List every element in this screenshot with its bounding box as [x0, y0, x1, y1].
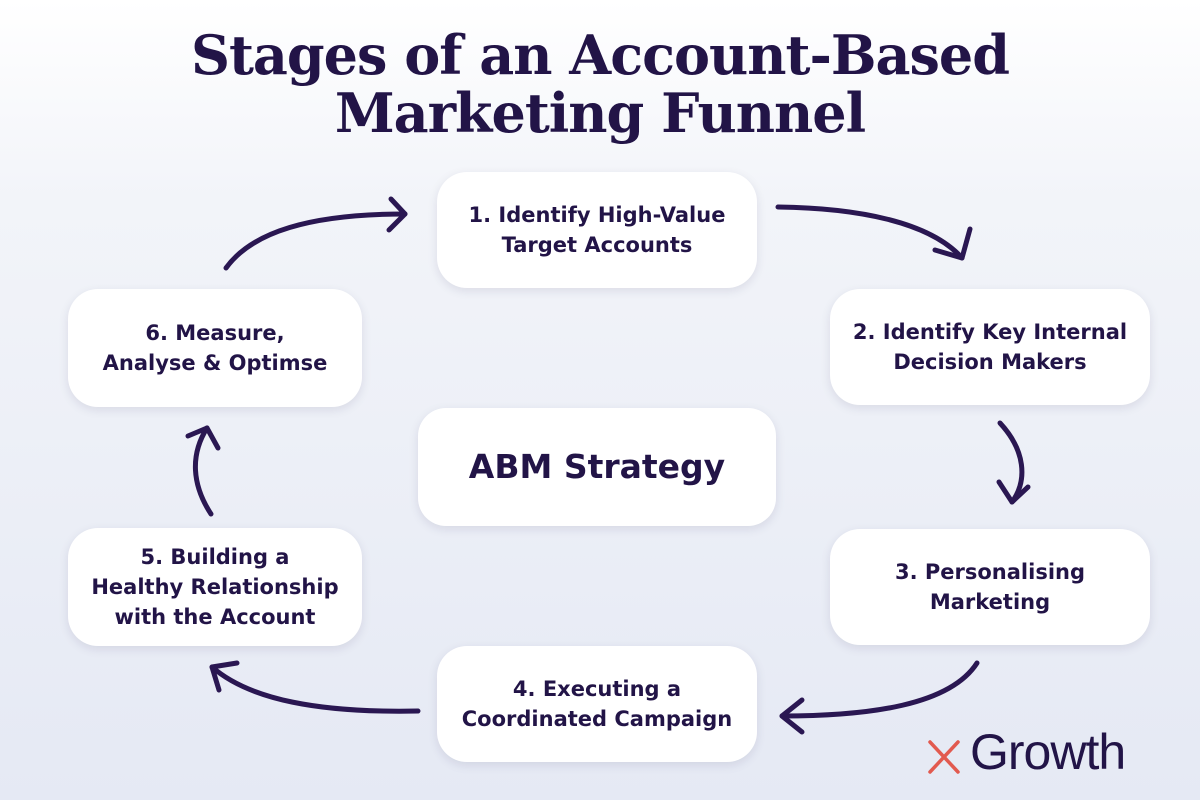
stage-1-box: 1. Identify High-Value Target Accounts: [437, 172, 757, 288]
arrow-6-to-1: [223, 196, 408, 271]
arrow-4-to-5: [209, 660, 421, 714]
title-line-2: Marketing Funnel: [334, 81, 866, 145]
arrow-3-to-4: [779, 660, 980, 735]
x-mark-icon: [928, 740, 960, 774]
logo-text: Growth: [970, 724, 1126, 780]
stage-4-box: 4. Executing a Coordinated Campaign: [437, 646, 757, 762]
page-title: Stages of an Account-Based Marketing Fun…: [0, 26, 1200, 142]
title-line-1: Stages of an Account-Based: [190, 23, 1010, 87]
stage-6-box: 6. Measure, Analyse & Optimse: [68, 289, 362, 407]
stage-5-box: 5. Building a Healthy Relationship with …: [68, 528, 362, 646]
brand-logo: Growth: [920, 722, 1126, 782]
stage-3-box: 3. Personalising Marketing: [830, 529, 1150, 645]
center-strategy-box: ABM Strategy: [418, 408, 776, 526]
arrow-5-to-6: [185, 425, 221, 517]
stage-2-box: 2. Identify Key Internal Decision Makers: [830, 289, 1150, 405]
arrow-1-to-2: [775, 204, 973, 261]
arrow-2-to-3: [996, 420, 1031, 505]
